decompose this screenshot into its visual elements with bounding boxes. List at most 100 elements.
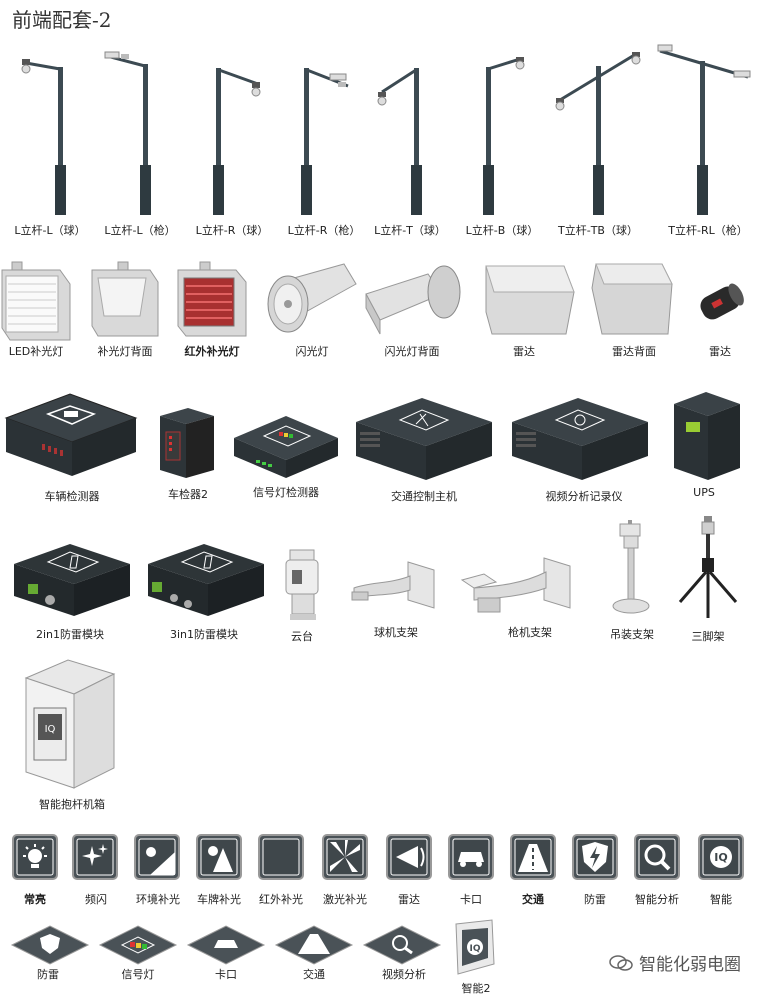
signal-light-detector-icon[interactable] (234, 416, 338, 478)
flat-label-2: 频闪 (85, 893, 107, 906)
fill-light-back-icon[interactable] (90, 261, 160, 340)
iso-label-5: 视频分析 (382, 968, 426, 981)
dome-bracket-icon[interactable] (350, 561, 436, 612)
row2-label-7: 雷达背面 (612, 345, 656, 358)
radar-back-icon[interactable] (590, 262, 674, 338)
row3-label-2: 车检器2 (168, 488, 208, 501)
ceiling-bracket-icon[interactable] (610, 520, 654, 616)
flat-label-5: 红外补光 (259, 893, 303, 906)
flat-label-10: 防雷 (584, 893, 606, 906)
row2-label-5: 闪光灯背面 (384, 345, 440, 358)
constant-light-icon[interactable] (12, 834, 58, 880)
page-title: 前端配套-2 (12, 8, 112, 32)
pole-l-t-ball[interactable] (374, 60, 444, 220)
row4-label-2: 3in1防雷模块 (169, 628, 239, 641)
iso-label-4: 交通 (303, 968, 325, 981)
flat-label-1: 常亮 (24, 893, 46, 906)
pole-l-l-gun[interactable] (103, 50, 173, 220)
iso-smart-2-icon[interactable]: IQ (452, 919, 498, 976)
row4-label-4: 球机支架 (374, 626, 418, 639)
iso-signal-light-icon[interactable] (98, 925, 178, 965)
row3-label-3: 信号灯检测器 (253, 486, 319, 499)
pole-l-r-ball[interactable] (206, 60, 276, 220)
flat-label-3: 环境补光 (136, 893, 180, 906)
pole-label-4: L立杆-R（枪） (287, 224, 361, 237)
lightning-2in1-module-icon[interactable] (14, 544, 132, 616)
pole-label-8: T立杆-RL（枪） (668, 224, 748, 237)
smart-analysis-icon[interactable] (634, 834, 680, 880)
row3-label-6: UPS (693, 486, 715, 499)
pan-tilt-icon[interactable] (282, 549, 324, 622)
checkpoint-icon[interactable] (448, 834, 494, 880)
ir-fill-light-icon[interactable] (176, 261, 248, 340)
tripod-icon[interactable] (676, 516, 740, 620)
pole-l-b-ball[interactable] (478, 55, 548, 220)
smart-pole-cabinet-icon[interactable]: IQ (22, 659, 118, 789)
iso-label-6: 智能2 (461, 982, 491, 995)
pole-label-7: T立杆-TB（球） (558, 224, 638, 237)
flat-label-11: 智能分析 (635, 893, 679, 906)
ir-light-icon[interactable] (258, 834, 304, 880)
wechat-icon (609, 954, 633, 971)
flat-label-8: 卡口 (460, 893, 482, 906)
radar-icon[interactable] (484, 262, 576, 336)
iso-label-3: 卡口 (215, 968, 237, 981)
smart-icon[interactable]: IQ (698, 834, 744, 880)
lightning-protection-icon[interactable] (572, 834, 618, 880)
flat-label-12: 智能 (710, 893, 732, 906)
row2-label-3: 红外补光灯 (184, 345, 240, 358)
row3-label-4: 交通控制主机 (391, 490, 457, 503)
iso-lightning-icon[interactable] (10, 925, 90, 965)
iso-label-2: 信号灯 (121, 968, 155, 981)
traffic-icon[interactable] (510, 834, 556, 880)
iso-video-analysis-icon[interactable] (362, 925, 442, 965)
ups-icon[interactable] (672, 392, 742, 482)
watermark-text: 智能化弱电圈 (639, 955, 741, 975)
row2-label-6: 雷达 (513, 345, 535, 358)
iso-checkpoint-icon[interactable] (186, 925, 266, 965)
row3-label-1: 车辆检测器 (44, 490, 100, 503)
pole-t-rl-gun[interactable] (656, 44, 756, 220)
svg-text:IQ: IQ (45, 724, 56, 735)
row2-label-1: LED补光灯 (8, 345, 64, 358)
flat-label-6: 激光补光 (323, 893, 367, 906)
row4-label-3: 云台 (291, 630, 313, 643)
watermark: 智能化弱电圈 (609, 950, 741, 975)
strobe-icon[interactable] (72, 834, 118, 880)
radar-small-icon[interactable] (694, 280, 750, 324)
row4-label-5: 枪机支架 (508, 626, 552, 639)
iso-label-1: 防雷 (37, 968, 59, 981)
flash-light-icon[interactable] (266, 263, 357, 336)
vehicle-detector-2-icon[interactable] (158, 408, 216, 480)
row2-label-8: 雷达 (709, 345, 731, 358)
pole-label-5: L立杆-T（球） (374, 224, 446, 237)
row5-label-1: 智能抱杆机箱 (39, 798, 105, 811)
flat-label-4: 车牌补光 (197, 893, 241, 906)
radar-flat-icon[interactable] (386, 834, 432, 880)
plate-light-icon[interactable] (196, 834, 242, 880)
lightning-3in1-module-icon[interactable] (148, 544, 266, 616)
svg-text:IQ: IQ (470, 944, 481, 954)
pole-label-3: L立杆-R（球） (195, 224, 269, 237)
pole-l-r-gun[interactable] (294, 60, 364, 220)
gun-bracket-icon[interactable] (460, 557, 572, 618)
pole-label-1: L立杆-L（球） (14, 224, 86, 237)
iso-traffic-icon[interactable] (274, 925, 354, 965)
led-fill-light-icon[interactable] (0, 261, 72, 341)
pole-label-6: L立杆-B（球） (465, 224, 539, 237)
flat-label-9: 交通 (522, 893, 544, 906)
flat-label-7: 雷达 (398, 893, 420, 906)
row4-label-1: 2in1防雷模块 (35, 628, 105, 641)
ambient-light-icon[interactable] (134, 834, 180, 880)
laser-light-icon[interactable] (322, 834, 368, 880)
pole-label-2: L立杆-L（枪） (104, 224, 176, 237)
traffic-control-host-icon[interactable] (356, 398, 492, 480)
video-analysis-recorder-icon[interactable] (512, 398, 648, 480)
svg-text:IQ: IQ (714, 851, 727, 864)
pole-l-l-ball[interactable] (18, 55, 88, 220)
flash-light-back-icon[interactable] (362, 264, 462, 336)
pole-t-tb-ball[interactable] (555, 50, 646, 220)
vehicle-detector-icon[interactable] (4, 393, 138, 476)
row4-label-6: 吊装支架 (610, 628, 654, 641)
row2-label-2: 补光灯背面 (97, 345, 153, 358)
